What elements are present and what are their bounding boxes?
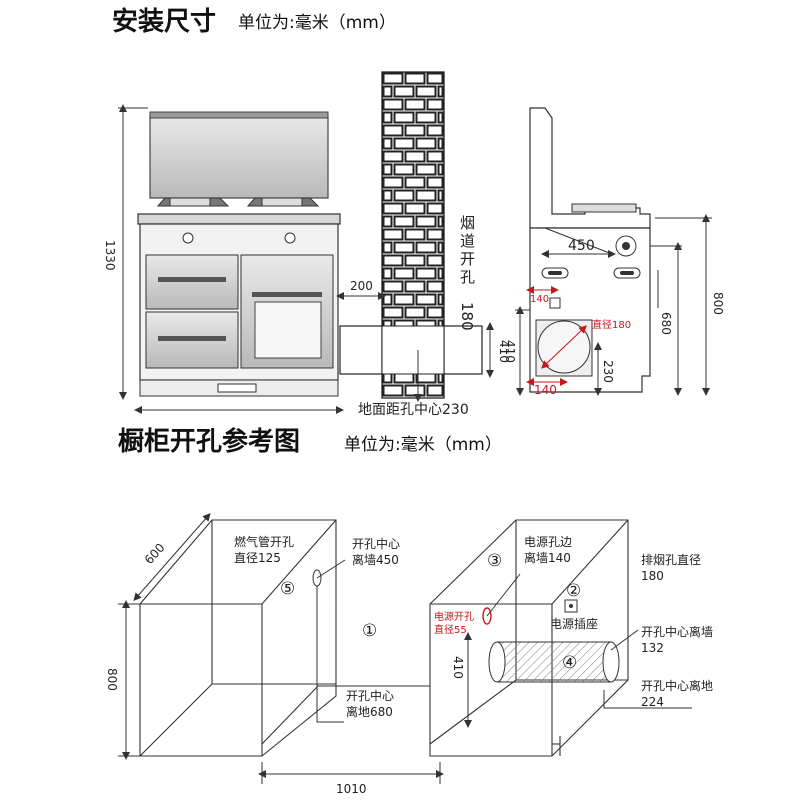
num-1: ① [362,621,377,641]
cab-dim-width: 1010 [336,782,367,796]
cab-dim-410: 410 [451,656,465,679]
dim-height-total: 1330 [103,240,117,271]
brick-wall [381,71,445,399]
dim-pipe-height: 410 [497,340,511,363]
num-2: ② [566,581,581,601]
cab-dim-height: 800 [105,668,119,691]
cab-dim-depth: 600 [142,541,168,567]
cabinet-title: 橱柜开孔参考图 [118,426,300,457]
cabinet-unit: 单位为:毫米（mm） [344,435,502,455]
flue-label-180: 180 [458,302,476,331]
flue-ground-label: 开孔中心离地 224 [641,678,717,709]
side-dim-410: 410 [503,340,517,363]
ground-label: 地面距孔中心230 [358,402,469,418]
num-4: ④ [562,653,577,673]
num-3: ③ [487,551,502,571]
gas-hole-label: 燃气管开孔 直径125 [234,534,298,565]
flue-label: 烟 道 开 孔 [460,214,480,286]
flue-cylinder [488,641,620,683]
side-dim-height: 800 [711,292,725,315]
num-5: ⑤ [280,579,295,599]
side-dim-depth: 450 [568,238,595,254]
side-dim-680: 680 [659,312,673,335]
socket-label: 电源插座 [550,616,598,631]
side-diameter: 直径180 [592,318,631,331]
side-dim-230: 230 [601,360,615,383]
gas-ground-label: 开孔中心 离地680 [346,688,398,719]
power-edge-label: 电源孔边 离墙140 [524,535,576,565]
gas-center-label: 开孔中心 离墙450 [352,536,404,567]
side-dim-140-top: 140 [530,294,549,305]
dim-flue-offset: 200 [350,279,373,293]
install-unit: 单位为:毫米（mm） [238,13,396,33]
flue-wall-label: 开孔中心离墙 132 [641,624,717,655]
stove-front-view [137,111,341,397]
flue-dia-label: 排烟孔直径 180 [641,553,705,583]
install-title: 安装尺寸 [112,7,216,37]
side-dim-140-bottom: 140 [534,383,557,397]
power-hole-label: 电源开孔 直径55 [434,610,477,636]
